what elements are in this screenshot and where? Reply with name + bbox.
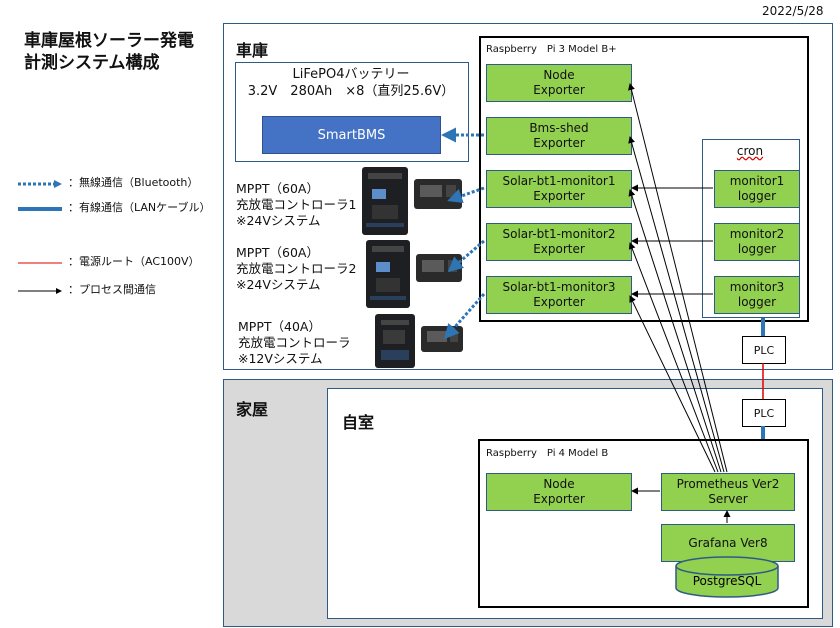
legend-power-label: ：電源ルート（AC100V）: [68, 255, 200, 268]
ipc-line-sample: [18, 285, 62, 294]
legend-wired-label: ：有線通信（LANケーブル）: [68, 201, 211, 214]
logger2-line-1: monitor2: [729, 227, 785, 241]
date-stamp: 2022/5/28: [762, 4, 824, 18]
legend-power: ：電源ルート（AC100V）: [18, 253, 200, 269]
pi3-node-exporter-line-2: Exporter: [533, 83, 585, 97]
mppt3-label: MPPT（40A） 充放電コントローラ ※12Vシステム: [238, 319, 351, 367]
scrape-solar2: [628, 242, 719, 473]
grafana-box: Grafana Ver8: [661, 524, 795, 562]
solar1-line-2: Exporter: [533, 189, 585, 203]
solar2-line-1: Solar-bt1-monitor2: [502, 227, 616, 241]
mppt1-line-3: ※24Vシステム: [236, 213, 321, 228]
wireless-link-mppt3: [444, 293, 486, 340]
logger1-line-1: monitor1: [729, 174, 785, 188]
scrape-bms-shed: [628, 136, 725, 473]
mppt1-label: MPPT（60A） 充放電コントローラ1 ※24Vシステム: [236, 181, 356, 229]
mppt2-line-1: MPPT（60A）: [236, 245, 319, 260]
logger3-line-2: logger: [737, 295, 777, 309]
mppt3-line-2: 充放電コントローラ: [238, 335, 351, 350]
logger2-line-2: logger: [737, 242, 777, 256]
house-label: 家屋: [236, 400, 269, 419]
battery-line-1: LiFePO4バッテリー: [292, 67, 410, 82]
logger1-line-2: logger: [737, 189, 777, 203]
wireless-link-mppt2: [447, 239, 485, 272]
room-label: 自室: [342, 413, 375, 432]
diagram-title: 車庫屋根ソーラー発電 計測システム構成: [24, 30, 194, 74]
postgresql-label: PostgreSQL: [693, 574, 762, 588]
prometheus-line-1: Prometheus Ver2: [676, 477, 780, 491]
mppt3-line-3: ※12Vシステム: [238, 351, 323, 366]
power-line-sample: [18, 257, 62, 265]
solar3-line-1: Solar-bt1-monitor3: [502, 280, 616, 294]
pi4-label: Raspberry Pi 4 Model B: [486, 448, 609, 459]
wireless-line-sample: [18, 178, 62, 188]
postgresql-cylinder: PostgreSQL: [675, 556, 779, 598]
solar2-line-2: Exporter: [533, 242, 585, 256]
scrape-pi3-node: [628, 83, 728, 473]
solar3-line-2: Exporter: [533, 295, 585, 309]
title-line-1: 車庫屋根ソーラー発電: [24, 31, 194, 51]
mppt1-line-1: MPPT（60A）: [236, 181, 319, 196]
pi4-node-exporter-line-1: Node: [543, 477, 575, 491]
pi3-node-exporter-line-1: Node: [543, 68, 575, 82]
battery-description: LiFePO4バッテリー 3.2V 280Ah ×8（直列25.6V）: [235, 66, 467, 100]
charge-controller-3-image: [375, 314, 463, 368]
battery-line-2: 3.2V 280Ah ×8（直列25.6V）: [247, 84, 455, 99]
bms-shed-line-1: Bms-shed: [529, 121, 589, 135]
mppt2-line-3: ※24Vシステム: [236, 277, 321, 292]
cron-label: cron: [736, 144, 764, 158]
solar1-line-1: Solar-bt1-monitor1: [502, 174, 616, 188]
title-line-2: 計測システム構成: [24, 53, 160, 73]
bms-shed-line-2: Exporter: [533, 136, 585, 150]
legend-ipc-label: ：プロセス間通信: [68, 283, 156, 296]
mppt2-line-2: 充放電コントローラ2: [236, 261, 357, 276]
legend-wired: ：有線通信（LANケーブル）: [18, 199, 210, 215]
legend-ipc: ：プロセス間通信: [18, 281, 156, 297]
logger3-line-1: monitor3: [729, 280, 785, 294]
pi3-label: Raspberry Pi 3 Model B+: [486, 44, 617, 55]
prometheus-line-2: Server: [708, 492, 748, 506]
scrape-solar1: [628, 189, 722, 473]
charge-controller-2-image: [366, 240, 462, 308]
mppt1-line-2: 充放電コントローラ1: [236, 197, 357, 212]
mppt3-line-1: MPPT（40A）: [238, 319, 321, 334]
plc-garage: PLC: [742, 336, 786, 364]
garage-label: 車庫: [236, 41, 269, 60]
scrape-solar3: [629, 295, 716, 473]
mppt2-label: MPPT（60A） 充放電コントローラ2 ※24Vシステム: [236, 245, 356, 293]
legend-wireless: ：無線通信（Bluetooth）: [18, 174, 198, 190]
wired-line-sample: [18, 203, 62, 211]
smartbms-box: SmartBMS: [262, 116, 441, 154]
wireless-link-mppt1: [447, 186, 485, 204]
pi4-node-exporter-line-2: Exporter: [533, 492, 585, 506]
legend-wireless-label: ：無線通信（Bluetooth）: [68, 176, 199, 189]
